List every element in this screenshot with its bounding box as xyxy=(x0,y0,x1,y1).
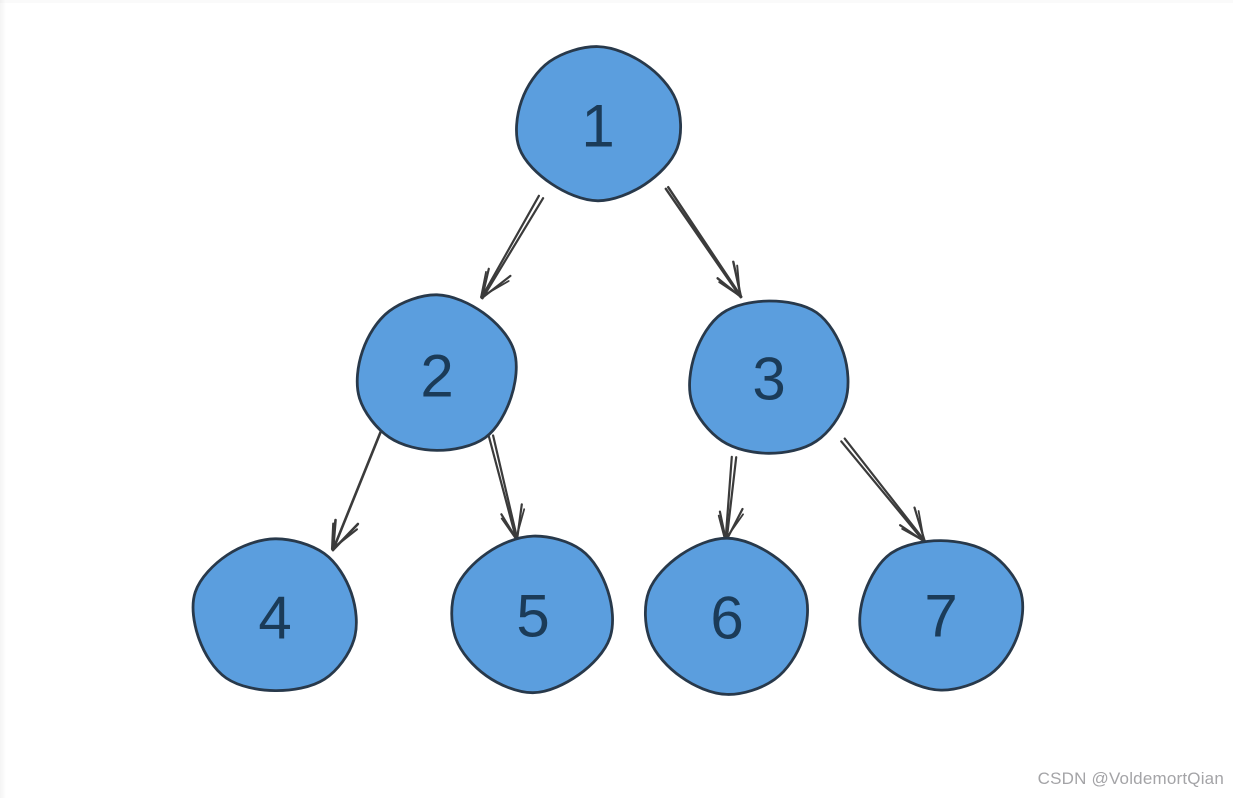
node-circle xyxy=(191,537,358,693)
watermark: CSDN @VoldemortQian xyxy=(1037,769,1224,788)
node-circle xyxy=(644,536,809,696)
node-label: 6 xyxy=(710,585,743,652)
node-label: 5 xyxy=(516,583,549,650)
tree-node-2: 2 xyxy=(355,293,518,452)
edge-3-7 xyxy=(840,437,927,544)
node-label: 3 xyxy=(752,346,785,413)
node-label: 2 xyxy=(420,343,453,410)
node-circle xyxy=(688,299,850,455)
tree-node-1: 1 xyxy=(515,45,682,203)
edge-2-4 xyxy=(330,429,383,552)
tree-node-4: 4 xyxy=(191,537,358,693)
node-label: 7 xyxy=(924,583,957,650)
tree-node-5: 5 xyxy=(450,534,614,695)
node-circle xyxy=(858,539,1025,692)
node-circle xyxy=(355,293,518,452)
edge-3-6 xyxy=(717,455,744,543)
node-circle xyxy=(515,45,682,203)
tree-node-7: 7 xyxy=(858,539,1025,692)
tree-node-6: 6 xyxy=(644,536,809,696)
node-label: 4 xyxy=(258,585,291,652)
edge-1-2 xyxy=(480,194,545,300)
node-circle xyxy=(450,534,614,695)
tree-node-3: 3 xyxy=(688,299,850,455)
node-label: 1 xyxy=(581,93,614,160)
edge-2-5 xyxy=(487,434,526,542)
edge-1-3 xyxy=(664,185,743,299)
page-edge-left xyxy=(0,0,6,798)
